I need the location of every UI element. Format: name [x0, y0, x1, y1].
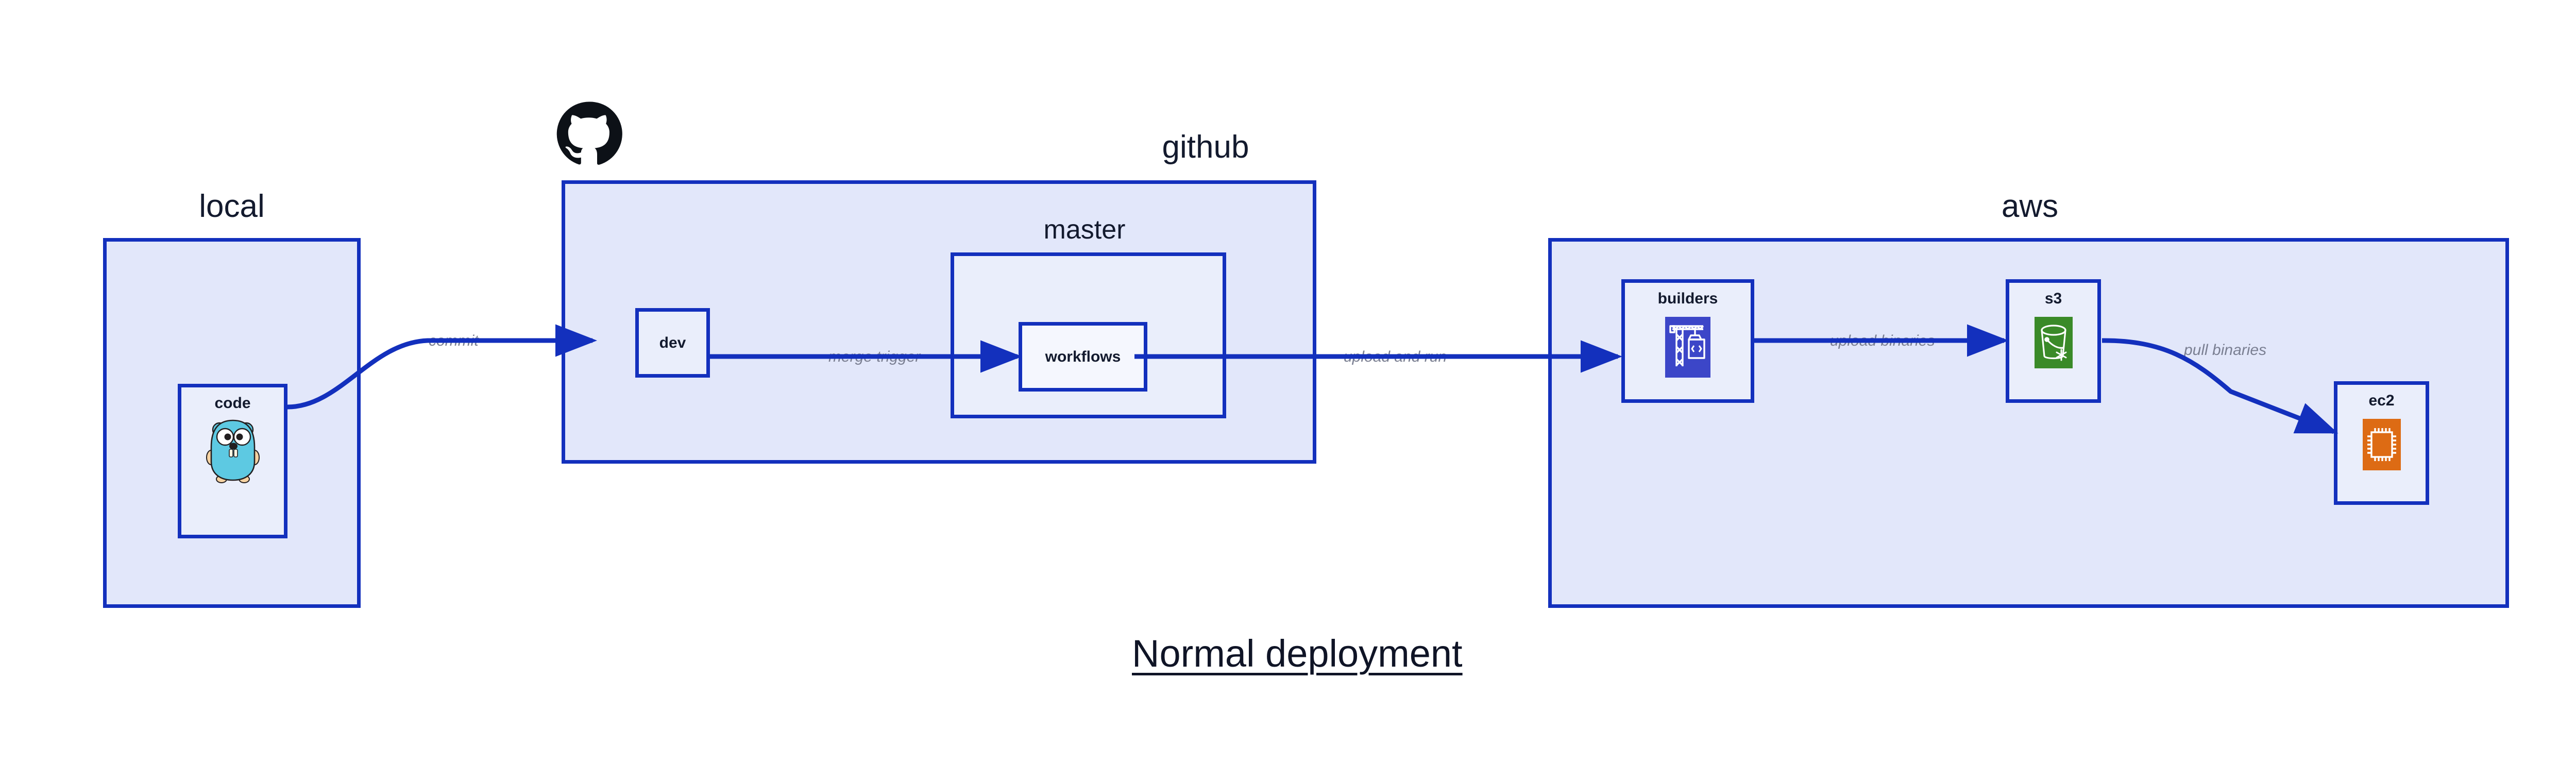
edge-label-pull-binaries: pull binaries — [2181, 343, 2270, 358]
node-label-ec2: ec2 — [2368, 392, 2395, 409]
node-box-workflows[interactable]: workflows — [1019, 322, 1147, 392]
group-label-github: github — [1162, 129, 1249, 165]
node-label-dev: dev — [659, 334, 686, 351]
edge-label-upload-binaries: upload binaries — [1827, 333, 1938, 349]
diagram-title: Normal deployment — [1132, 632, 1463, 675]
aws-s3-bucket-icon — [2034, 317, 2073, 368]
github-octocat-logo — [556, 101, 622, 165]
node-box-dev[interactable]: dev — [635, 308, 710, 378]
node-box-s3[interactable]: s3 — [2006, 279, 2101, 403]
node-label-s3: s3 — [2044, 290, 2062, 307]
group-label-aws: aws — [2001, 189, 2059, 224]
edge-label-merge-trigger: merge trigger — [825, 349, 924, 365]
subgroup-label-master: master — [1043, 215, 1126, 245]
node-box-builders[interactable]: builders — [1621, 279, 1754, 403]
edge-label-upload-and-run: upload and run — [1341, 349, 1450, 365]
edge-label-commit: commit — [426, 333, 482, 349]
node-box-code[interactable]: code — [178, 384, 287, 538]
go-gopher-icon — [206, 419, 260, 483]
group-label-local: local — [199, 189, 265, 224]
aws-ec2-chip-icon — [2362, 419, 2401, 470]
node-label-builders: builders — [1657, 290, 1718, 307]
node-box-ec2[interactable]: ec2 — [2334, 381, 2429, 505]
aws-codebuild-icon — [1665, 317, 1710, 378]
node-label-workflows: workflows — [1045, 348, 1121, 365]
node-label-code: code — [214, 395, 251, 412]
